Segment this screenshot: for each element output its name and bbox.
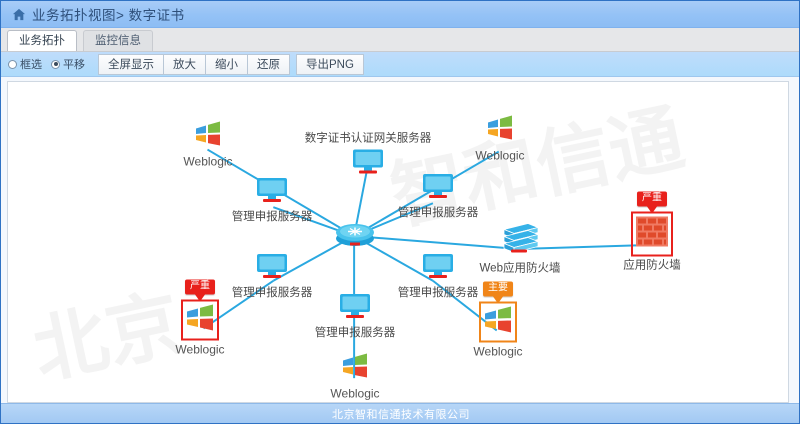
selection-mode-radio-group: 框选 平移: [8, 56, 94, 72]
status-badge-label: 主要: [488, 282, 508, 294]
radio-dot-selected-icon: [51, 59, 60, 69]
node-label: 应用防火墙: [623, 259, 681, 272]
tab-strip: 业务拓扑 监控信息: [1, 28, 799, 52]
zoom-out-button[interactable]: 缩小: [206, 53, 248, 75]
node-mgmt-server-right-upper[interactable]: 管理申报服务器: [378, 172, 498, 220]
monitor-icon: [351, 148, 385, 180]
reset-button[interactable]: 还原: [248, 53, 290, 75]
status-badge-major: 主要: [483, 281, 513, 304]
tab-monitor-info[interactable]: 监控信息: [83, 30, 153, 51]
node-weblogic-bottom[interactable]: Weblogic: [295, 352, 415, 401]
monitor-icon: [255, 176, 289, 208]
node-label: Weblogic: [175, 342, 225, 357]
node-weblogic-lower-right[interactable]: 主要 Weblogic: [438, 281, 558, 359]
node-web-app-firewall[interactable]: Web应用防火墙: [460, 221, 580, 276]
firewall-red-icon: [636, 216, 668, 247]
center-router-node[interactable]: [295, 222, 415, 253]
node-mgmt-server-left-lower[interactable]: 管理申报服务器: [212, 252, 332, 300]
node-mgmt-server-left-upper[interactable]: 管理申报服务器: [212, 176, 332, 224]
toolbar: 框选 平移 全屏显示 放大 缩小 还原 导出PNG: [1, 52, 799, 77]
monitor-icon: [338, 292, 372, 324]
footer-company-text: 北京智和信通技术有限公司: [332, 408, 470, 421]
topology-canvas-inner: 北京 智和信通: [8, 82, 788, 402]
node-mgmt-server-bottom[interactable]: 管理申报服务器: [295, 292, 415, 340]
node-label: 数字证书认证网关服务器: [304, 132, 432, 145]
radio-dot-icon: [8, 59, 17, 69]
topology-links: [202, 148, 651, 379]
firewall-blue-icon: [498, 221, 542, 260]
tab-topology[interactable]: 业务拓扑: [7, 30, 77, 51]
node-weblogic-lower-left[interactable]: 严重 Weblogic: [140, 279, 260, 357]
node-cert-gateway-server[interactable]: 数字证书认证网关服务器: [305, 133, 431, 180]
status-badge-severe: 严重: [185, 279, 215, 302]
status-badge-label: 严重: [642, 192, 662, 204]
topology-canvas[interactable]: 北京 智和信通: [7, 81, 789, 403]
radio-pan[interactable]: 平移: [51, 56, 85, 72]
titlebar: 业务拓扑视图> 数字证书: [1, 1, 799, 28]
node-label: Weblogic: [183, 154, 233, 169]
windows-icon: [187, 304, 213, 331]
windows-icon: [340, 352, 370, 385]
windows-icon: [193, 120, 223, 153]
fullscreen-button[interactable]: 全屏显示: [98, 53, 164, 75]
node-label: 管理申报服务器: [231, 211, 313, 223]
router-icon: [333, 222, 377, 253]
page-title: 业务拓扑视图> 数字证书: [32, 8, 185, 23]
windows-icon: [485, 306, 511, 333]
node-label: Weblogic: [473, 344, 523, 359]
radio-box-select-label: 框选: [20, 59, 42, 71]
node-label: 管理申报服务器: [397, 287, 479, 299]
radio-pan-label: 平移: [63, 59, 85, 71]
node-label: Weblogic: [475, 148, 525, 163]
node-label: Weblogic: [330, 386, 380, 401]
footer-bar: 北京智和信通技术有限公司: [1, 403, 799, 423]
monitor-icon: [421, 172, 455, 204]
home-icon: [12, 8, 26, 20]
monitor-icon: [421, 252, 455, 284]
node-label: Web应用防火墙: [479, 262, 561, 275]
node-app-firewall[interactable]: 严重 应用防火墙: [592, 191, 712, 273]
windows-icon: [485, 114, 515, 147]
node-label: 管理申报服务器: [397, 207, 479, 219]
node-label: 管理申报服务器: [231, 287, 313, 299]
alarm-highlight-border: 主要: [479, 281, 517, 343]
node-weblogic-upper-left[interactable]: Weblogic: [148, 120, 268, 169]
node-label: 管理申报服务器: [314, 327, 396, 339]
alarm-highlight-border: 严重: [631, 191, 673, 257]
node-weblogic-upper-right[interactable]: Weblogic: [440, 114, 560, 163]
alarm-highlight-border: 严重: [181, 279, 219, 341]
export-png-button[interactable]: 导出PNG: [296, 53, 364, 75]
node-mgmt-server-right-lower[interactable]: 管理申报服务器: [378, 252, 498, 300]
status-badge-label: 严重: [190, 280, 210, 292]
monitor-icon: [255, 252, 289, 284]
zoom-in-button[interactable]: 放大: [164, 53, 206, 75]
status-badge-severe: 严重: [637, 191, 667, 214]
radio-box-select[interactable]: 框选: [8, 56, 42, 72]
